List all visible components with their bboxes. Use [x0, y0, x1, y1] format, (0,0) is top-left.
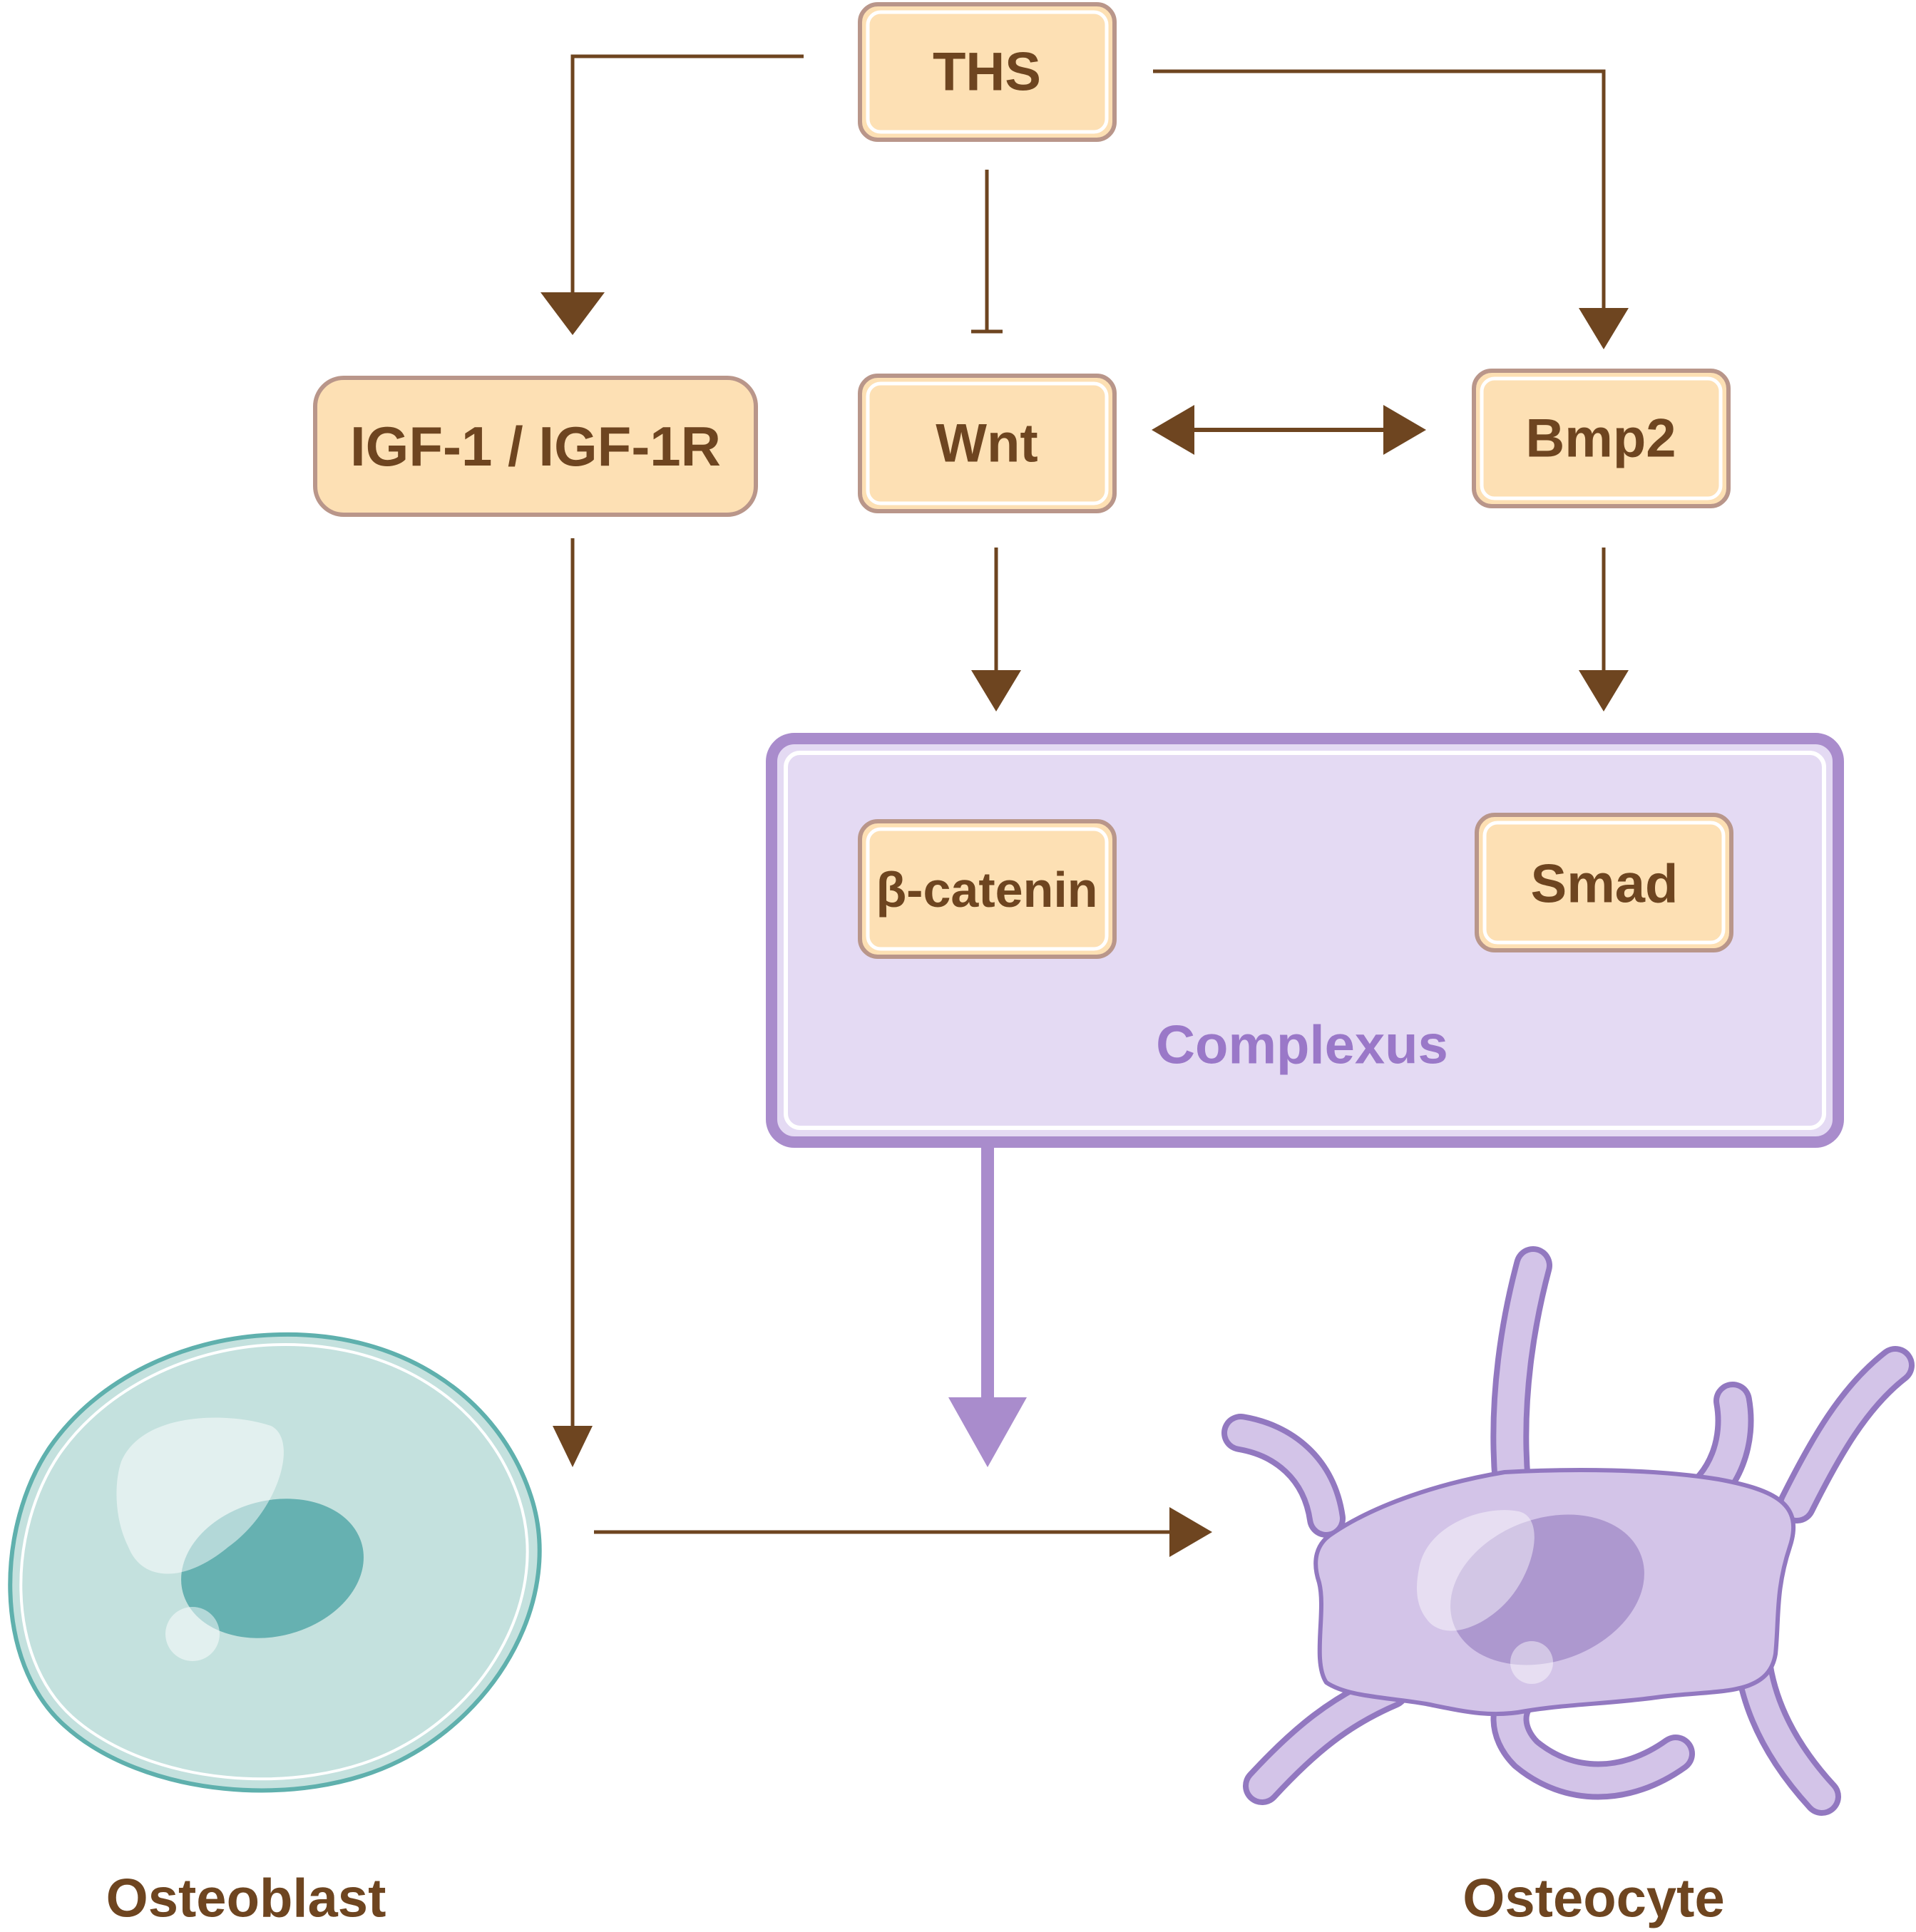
arrowhead-bmp2-complex — [1579, 670, 1629, 711]
node-wnt: Wnt — [858, 374, 1117, 513]
osteocyte-label: Osteocyte — [1462, 1869, 1725, 1929]
arrow-ths-to-bmp2 — [1153, 69, 1606, 308]
complex-box: β-catenin Smad Complexus — [766, 733, 1844, 1148]
bmp2-label: Bmp2 — [1525, 409, 1676, 469]
igf-label: IGF-1 / IGF-1R — [350, 415, 721, 478]
osteocyte-small-highlight — [1510, 1641, 1553, 1684]
smad-label: Smad — [1531, 854, 1679, 915]
osteocyte-cell-icon — [1221, 1246, 1915, 1816]
arrowhead-osteocyte — [1169, 1507, 1212, 1557]
arrow-ths-to-igf — [570, 54, 804, 299]
beta-catenin-label: β-catenin — [876, 862, 1097, 918]
arrowhead-igf-down — [553, 1426, 593, 1467]
arrowhead-complex-osteocyte — [948, 1397, 1027, 1467]
node-ths: THS — [858, 2, 1117, 142]
osteoblast-label: Osteoblast — [106, 1869, 386, 1929]
wnt-label: Wnt — [936, 413, 1038, 474]
node-smad: Smad — [1475, 813, 1733, 952]
arrowhead-bmp2-side — [1383, 405, 1426, 455]
osteoblast-highlight — [116, 1417, 284, 1574]
arrowhead-igf — [541, 292, 605, 335]
osteoblast-cell-icon — [8, 1332, 542, 1793]
osteoblast-small-highlight — [165, 1607, 220, 1661]
complex-label: Complexus — [1156, 1015, 1448, 1076]
connectors — [541, 54, 1629, 1557]
osteocyte-highlight — [1417, 1510, 1535, 1631]
arrowhead-wnt-complex — [971, 670, 1021, 711]
osteocyte-nucleus — [1450, 1514, 1644, 1665]
complex-arrow — [948, 1142, 1027, 1467]
node-igf: IGF-1 / IGF-1R — [313, 376, 758, 517]
ths-label: THS — [933, 42, 1041, 103]
node-bmp2: Bmp2 — [1472, 369, 1731, 508]
arrowhead-bmp2 — [1579, 308, 1629, 349]
arrowhead-wnt-side — [1152, 405, 1194, 455]
node-beta-catenin: β-catenin — [858, 819, 1117, 959]
